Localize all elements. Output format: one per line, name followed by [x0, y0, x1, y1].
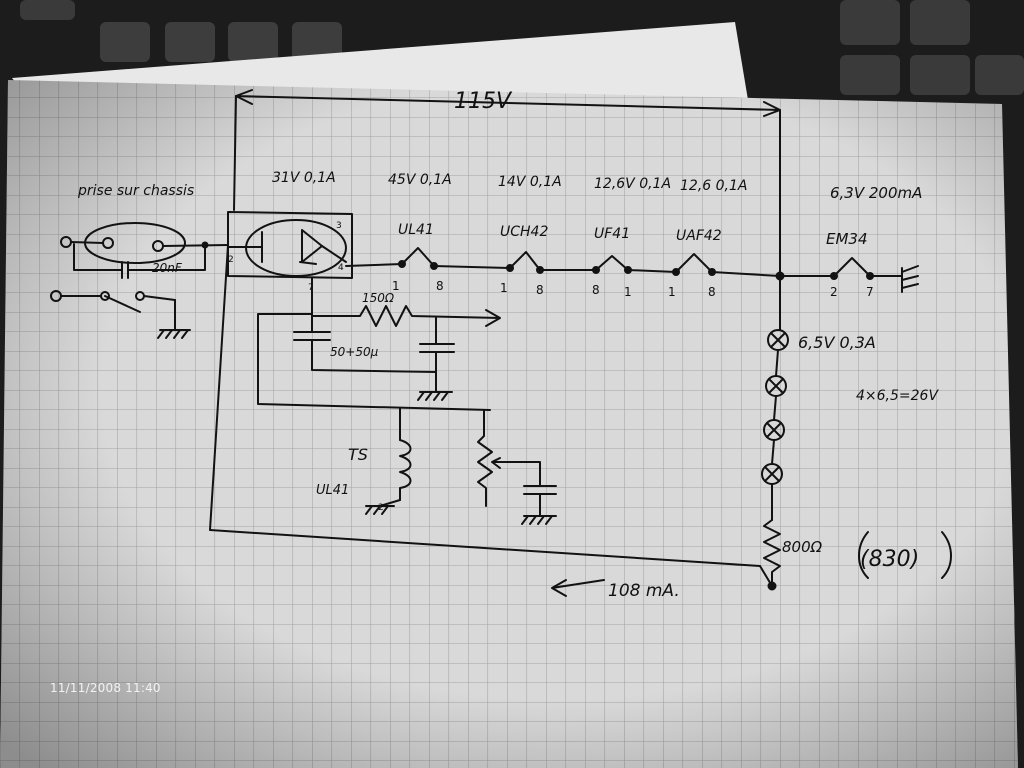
- tube-rating-3: 14V 0,1A: [498, 174, 562, 190]
- filter-cap-label: 50+50µ: [330, 345, 379, 359]
- pin-label: 1: [624, 285, 632, 299]
- mains-label: prise sur chassis: [77, 183, 194, 199]
- rect-pin-right: 4: [338, 263, 344, 273]
- pin-label: 8: [708, 285, 716, 299]
- tube-rating-1: 31V 0,1A: [272, 170, 336, 186]
- pin-label: 1: [668, 285, 676, 299]
- pin-label: 1: [392, 279, 400, 293]
- ul41-label: UL41: [316, 483, 349, 498]
- capacitor-label: 20nF: [152, 261, 183, 275]
- chassis-capacitor: [73, 243, 206, 279]
- pin-label: 7: [866, 285, 874, 299]
- dropper-actual: (830): [860, 547, 919, 572]
- tube-rating-2: 45V 0,1A: [388, 172, 452, 188]
- tube-tag-uch42: UCH42: [500, 224, 548, 240]
- tube-tag-ul41: UL41: [398, 222, 434, 238]
- filter-resistor: [311, 305, 501, 327]
- ts-label: TS: [348, 445, 368, 464]
- dropper-label: 800Ω: [782, 538, 823, 556]
- rect-pin-bottom: 7: [308, 283, 314, 293]
- lamp-label: 6,5V 0,3A: [798, 333, 876, 352]
- pilot-lamps: [761, 329, 789, 485]
- graph-paper-sheet: [0, 80, 1018, 768]
- tube-rating-4: 12,6V 0,1A: [594, 176, 671, 192]
- back-paper-sheet: [12, 22, 748, 100]
- tube-tag-uf41: UF41: [594, 226, 630, 242]
- rect-pin-left: 2: [228, 255, 234, 265]
- tube-tag-uaf42: UAF42: [676, 228, 722, 244]
- em34-rating: 6,3V 200mA: [830, 184, 922, 202]
- ground-symbol: [157, 329, 191, 339]
- em34-tag: EM34: [826, 230, 868, 248]
- photo-timestamp: 11/11/2008 11:40: [50, 681, 161, 695]
- output-transformer: [399, 439, 412, 501]
- rect-pin-top: 3: [336, 221, 342, 231]
- resistor-label: 150Ω: [362, 291, 395, 305]
- pin-label: 1: [500, 281, 508, 295]
- potentiometer: [477, 409, 493, 507]
- diagram-labels: 115V prise sur chassis 20nF 31V 0,1A 45V…: [77, 89, 939, 601]
- tube-rating-5: 12,6 0,1A: [680, 178, 747, 194]
- dropper-resistor: [763, 519, 781, 587]
- lamp-calc: 4×6,5=26V: [856, 388, 939, 404]
- pin-label: 8: [592, 283, 600, 297]
- circuit-drawing: [50, 89, 952, 597]
- ts-pin-label: 2: [378, 503, 384, 513]
- filter-capacitors: [293, 315, 455, 393]
- pin-label: 2: [830, 285, 838, 299]
- supply-total-label: 115V: [454, 89, 513, 114]
- supply-dimension-arrow: [235, 89, 781, 117]
- pin-label: 8: [436, 279, 444, 293]
- current-arrow: [551, 579, 605, 597]
- pin-label: 8: [536, 283, 544, 297]
- current-label: 108 mA.: [608, 581, 680, 601]
